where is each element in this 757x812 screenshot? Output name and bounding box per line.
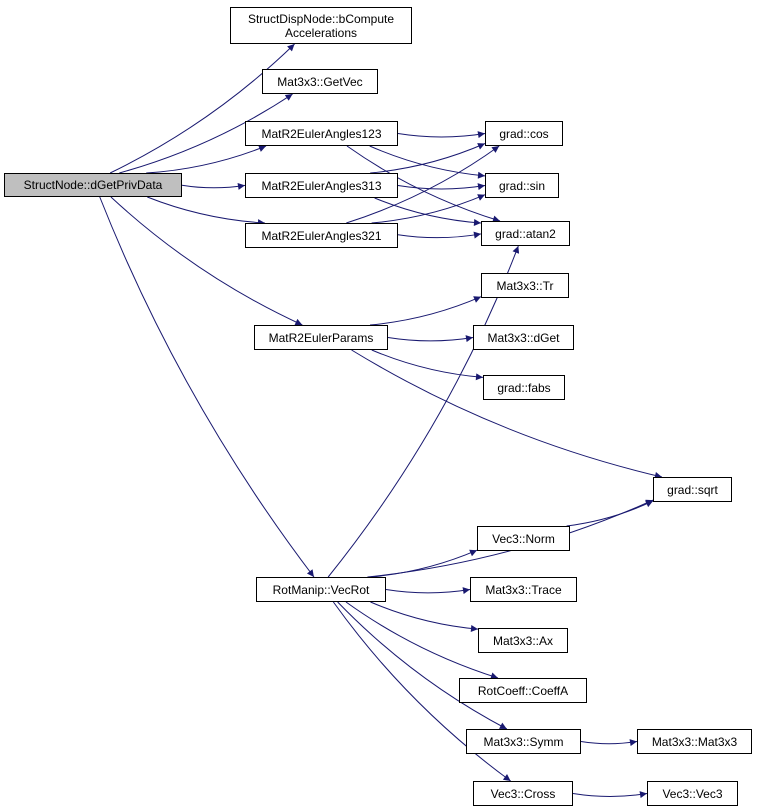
node-grad-sqrt[interactable]: grad::sqrt [653,477,732,502]
node-mat3x3-symm[interactable]: Mat3x3::Symm [466,729,581,754]
node-label: MatR2EulerParams [268,330,374,345]
node-mat3x3-mat3x3[interactable]: Mat3x3::Mat3x3 [637,729,752,754]
edge-eparams-to-dget [387,335,474,343]
node-label: MatR2EulerAngles321 [261,228,382,243]
edge-vecrot-to-norm [370,549,478,578]
node-label: Mat3x3::Symm [483,734,564,749]
edge-e313-to-cos [370,143,486,174]
node-matr2eulerangles313[interactable]: MatR2EulerAngles313 [245,173,398,198]
edge-e313-to-sin [397,183,486,191]
edge-symm-to-mat3x3 [580,739,638,747]
edge-vecrot-to-cross [332,601,511,782]
node-mat3x3-dget[interactable]: Mat3x3::dGet [473,325,574,350]
edge-norm-to-sqrt [566,500,654,527]
edge-root-to-e123 [146,145,267,174]
node-label: MatR2EulerAngles313 [261,178,382,193]
edge-cross-to-vec3 [572,791,648,799]
edge-eparams-to-fabs [371,349,484,381]
edge-eparams-to-sqrt [351,349,663,479]
node-label: RotManip::VecRot [272,582,370,597]
node-grad-sin[interactable]: grad::sin [485,173,559,198]
edge-root-to-eparams [110,196,303,326]
node-mat3x3-getvec[interactable]: Mat3x3::GetVec [262,69,378,94]
node-vec3-norm[interactable]: Vec3::Norm [477,526,570,551]
edge-e321-to-cos [346,145,500,224]
node-label: grad::sqrt [667,482,718,497]
edge-root-to-vecrot [99,196,315,578]
node-label: Mat3x3::Trace [485,582,562,597]
node-label: grad::sin [498,178,546,193]
node-label: StructNode::dGetPrivData [23,178,163,192]
node-label: Mat3x3::dGet [487,330,560,345]
edge-vecrot-to-ax [370,601,479,633]
node-label: Vec3::Norm [492,531,555,546]
node-label: MatR2EulerAngles123 [261,126,382,141]
edge-root-to-e321 [147,196,265,227]
node-label: grad::cos [499,126,549,141]
node-label: Mat3x3::GetVec [277,74,363,89]
edge-e123-to-atan2 [346,145,501,223]
edge-root-to-getvec [119,93,293,174]
node-label: Accelerations [284,25,358,40]
node-mat3x3-ax[interactable]: Mat3x3::Ax [478,628,568,653]
edge-e321-to-atan2 [397,231,482,239]
edge-eparams-to-tr [369,296,482,326]
edge-e321-to-sin [371,194,486,224]
node-rotcoeff-coeffa[interactable]: RotCoeff::CoeffA [459,678,587,703]
node-rotmanip-vecrot[interactable]: RotManip::VecRot [256,577,386,602]
edge-e123-to-sin [369,145,486,179]
edge-vecrot-to-symm [337,601,508,730]
node-label: grad::atan2 [495,226,556,241]
node-label: Vec3::Cross [490,786,556,801]
node-mat3x3-tr[interactable]: Mat3x3::Tr [481,273,569,298]
node-label: RotCoeff::CoeffA [477,683,569,698]
node-structnode-dgetprivdata[interactable]: StructNode::dGetPrivData [4,173,182,197]
edge-vecrot-to-trace [385,587,471,595]
edge-root-to-e313 [181,182,246,190]
node-label: StructDispNode::bCompute [247,11,395,26]
edge-root-to-bcompute [109,43,295,174]
node-grad-atan2[interactable]: grad::atan2 [481,221,570,246]
node-mat3x3-trace[interactable]: Mat3x3::Trace [470,577,577,602]
node-vec3-vec3[interactable]: Vec3::Vec3 [647,781,738,806]
node-matr2eulerangles123[interactable]: MatR2EulerAngles123 [245,121,398,146]
node-vec3-cross[interactable]: Vec3::Cross [473,781,573,806]
node-grad-fabs[interactable]: grad::fabs [483,375,565,400]
node-matr2eulerparams[interactable]: MatR2EulerParams [254,325,388,350]
node-matr2eulerangles321[interactable]: MatR2EulerAngles321 [245,223,398,248]
node-label: Mat3x3::Mat3x3 [651,734,738,749]
node-label: grad::fabs [497,380,551,395]
node-grad-cos[interactable]: grad::cos [485,121,563,146]
edge-e123-to-cos [397,131,486,139]
node-label: Mat3x3::Ax [492,633,554,648]
node-label: Vec3::Vec3 [662,786,723,801]
edge-e313-to-atan2 [374,197,482,227]
node-label: Mat3x3::Tr [496,278,554,293]
edge-vecrot-to-coeffa [345,601,499,680]
